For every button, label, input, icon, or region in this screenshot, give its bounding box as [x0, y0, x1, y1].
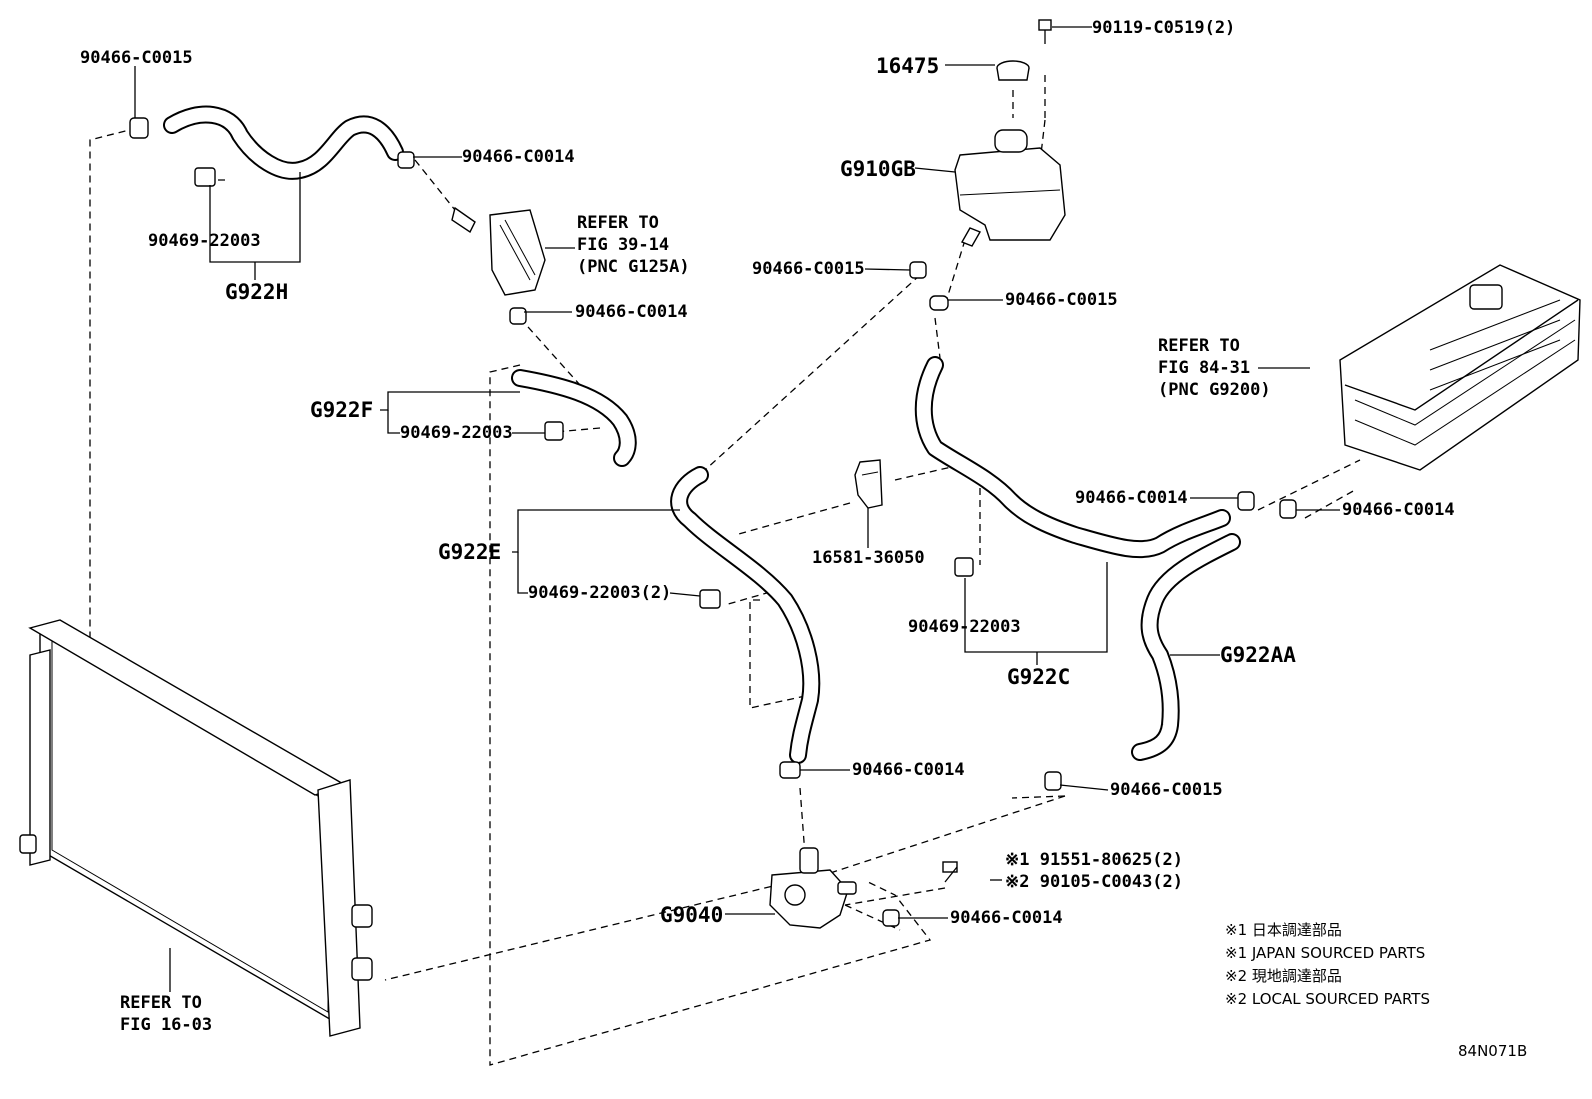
note-2: ※1 JAPAN SOURCED PARTS: [1225, 944, 1425, 962]
bolt-icon: [942, 19, 1052, 883]
label-bolt-1: ※1 91551-80625(2): [1005, 850, 1183, 870]
label-cap: 16475: [876, 54, 939, 78]
cooler-icon: [451, 206, 546, 296]
label-clamp-pump-top: 90466-C0014: [852, 760, 965, 780]
label-refer-39-1: REFER TO: [577, 213, 659, 233]
inverter-icon: [1339, 264, 1581, 471]
hose-g922f-shape: [511, 369, 637, 467]
cap-icon: [996, 60, 1030, 81]
label-hose-f: G922F: [310, 398, 373, 422]
label-bracket: 16581-36050: [812, 548, 925, 568]
label-bolt-2: ※2 90105-C0043(2): [1005, 872, 1183, 892]
label-clip-g922e: 90469-22003(2): [528, 583, 671, 603]
label-hose-h: G922H: [225, 280, 288, 304]
label-clip-g922f: 90469-22003: [400, 423, 513, 443]
label-clip-g922h: 90469-22003: [148, 231, 261, 251]
hose-g922e-shape: [670, 466, 821, 764]
label-clamp-inv-left: 90466-C0014: [1075, 488, 1188, 508]
label-clamp-top-left: 90466-C0015: [80, 48, 193, 68]
label-clamp-inv-right: 90466-C0014: [1342, 500, 1455, 520]
note-3: ※2 現地調達部品: [1225, 967, 1342, 985]
label-clamp-below-cooler: 90466-C0014: [575, 302, 688, 322]
label-clip-g922c: 90469-22003: [908, 617, 1021, 637]
part-labels: 90119-C0519(2) 16475 G910GB 90466-C0015 …: [80, 18, 1455, 1035]
radiator-icon: [19, 619, 373, 1037]
label-clamp-pump-side: 90466-C0014: [950, 908, 1063, 928]
label-refer-39-2: FIG 39-14: [577, 235, 669, 255]
diagram-id: 84N071B: [1458, 1042, 1527, 1060]
water-pump-icon: [769, 847, 857, 929]
clip-icon: [194, 167, 974, 609]
label-refer-16-1: REFER TO: [120, 993, 202, 1013]
label-hose-aa: G922AA: [1220, 643, 1296, 667]
label-refer-16-2: FIG 16-03: [120, 1015, 212, 1035]
bracket-icon: [854, 459, 883, 509]
clamp-icon: [129, 117, 1297, 927]
leader-lines: [134, 26, 1340, 992]
label-refer-84-3: (PNC G9200): [1158, 380, 1271, 400]
hose-g922c-shape: [914, 356, 1231, 559]
label-refer-84-1: REFER TO: [1158, 336, 1240, 356]
note-1: ※1 日本調達部品: [1225, 921, 1342, 939]
label-clamp-res-right: 90466-C0015: [1005, 290, 1118, 310]
label-refer-84-2: FIG 84-31: [1158, 358, 1250, 378]
label-top-bolt: 90119-C0519(2): [1092, 18, 1235, 38]
reservoir-tank-icon: [954, 129, 1066, 247]
note-4: ※2 LOCAL SOURCED PARTS: [1225, 990, 1430, 1008]
label-reservoir: G910GB: [840, 157, 916, 181]
hose-g922h-shape: [163, 105, 404, 180]
label-pump: G9040: [660, 903, 723, 927]
label-refer-39-3: (PNC G125A): [577, 257, 690, 277]
label-hose-c: G922C: [1007, 665, 1070, 689]
label-clamp-g922h-right: 90466-C0014: [462, 147, 575, 167]
label-clamp-g922aa-bottom: 90466-C0015: [1110, 780, 1223, 800]
label-hose-e: G922E: [438, 540, 501, 564]
hose-g922aa-shape: [1131, 533, 1241, 761]
legend-notes: ※1 日本調達部品 ※1 JAPAN SOURCED PARTS ※2 現地調達…: [1225, 921, 1430, 1008]
label-clamp-res-left: 90466-C0015: [752, 259, 865, 279]
